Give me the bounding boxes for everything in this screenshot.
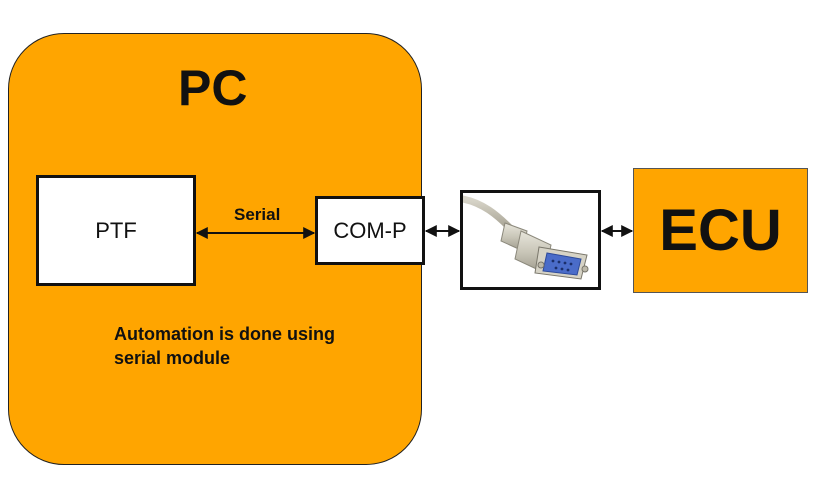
- com-port-box: COM-P: [315, 196, 425, 265]
- ptf-box: PTF: [36, 175, 196, 286]
- serial-cable-box: [460, 190, 601, 290]
- automation-note: Automation is done using serial module: [114, 322, 404, 370]
- note-line-1: Automation is done using: [114, 324, 335, 344]
- serial-link-label: Serial: [234, 205, 281, 224]
- ptf-label: PTF: [95, 217, 137, 243]
- note-line-2: serial module: [114, 348, 231, 368]
- ecu-box: ECU: [633, 168, 808, 293]
- pc-title: PC: [178, 60, 248, 116]
- com-port-label: COM-P: [333, 217, 407, 243]
- serial-cable-connector-icon: [463, 195, 589, 280]
- ecu-label: ECU: [659, 198, 782, 263]
